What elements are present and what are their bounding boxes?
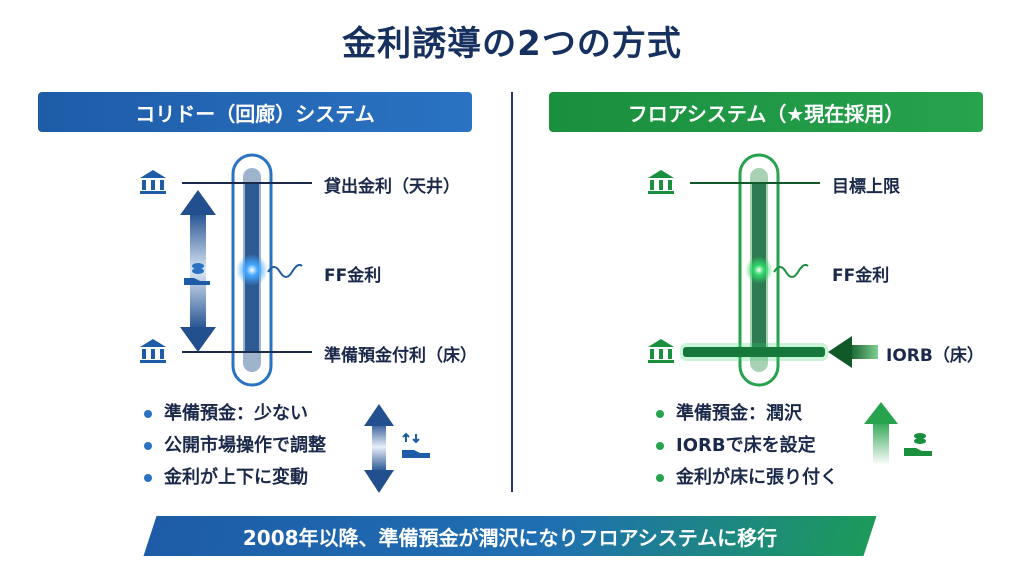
bank-icon bbox=[648, 339, 674, 363]
ff-rate-label-right: FF金利 bbox=[832, 266, 890, 286]
bullet-dot bbox=[656, 442, 664, 450]
center-divider bbox=[511, 92, 513, 492]
wave-icon bbox=[267, 263, 303, 278]
floor-rate-label-left: 準備預金付利（床） bbox=[324, 346, 477, 366]
bank-icon bbox=[140, 339, 166, 363]
corridor-bullets: 準備預金：少ない 公開市場操作で調整 金利が上下に変動 bbox=[144, 398, 326, 494]
list-item: 準備預金：少ない bbox=[144, 398, 326, 430]
bullet-dot bbox=[144, 410, 152, 418]
corridor-system-header: コリドー（回廊）システム bbox=[38, 92, 472, 132]
left-arrow-icon bbox=[828, 336, 878, 368]
bullet-dot bbox=[656, 474, 664, 482]
coin-hand-icon bbox=[904, 433, 932, 456]
ff-rate-glow-icon bbox=[745, 256, 773, 284]
iorb-floor-label: IORB（床） bbox=[886, 346, 984, 366]
bank-icon bbox=[140, 170, 166, 194]
ff-rate-label-left: FF金利 bbox=[324, 266, 382, 286]
bullet-dot bbox=[144, 442, 152, 450]
floor-bullets: 準備預金：潤沢 IORBで床を設定 金利が床に張り付く bbox=[656, 398, 838, 494]
list-item: 準備預金：潤沢 bbox=[656, 398, 838, 430]
target-upper-label: 目標上限 bbox=[832, 177, 900, 197]
ceiling-rate-label: 貸出金利（天井） bbox=[324, 177, 460, 197]
bullet-dot bbox=[144, 474, 152, 482]
bank-icon bbox=[648, 170, 674, 194]
bullet-dot bbox=[656, 410, 664, 418]
list-item: 金利が床に張り付く bbox=[656, 462, 838, 494]
up-down-arrow-icon bbox=[364, 404, 394, 493]
coin-hand-icon bbox=[402, 432, 430, 458]
up-arrow-icon bbox=[864, 402, 898, 465]
iorb-floor-bar bbox=[683, 347, 825, 357]
list-item: 金利が上下に変動 bbox=[144, 462, 326, 494]
page-title: 金利誘導の2つの方式 bbox=[342, 24, 682, 64]
floor-system-header: フロアシステム（★現在採用） bbox=[549, 92, 983, 132]
wave-icon bbox=[773, 263, 809, 278]
footer-text: 2008年以降、準備預金が潤沢になりフロアシステムに移行 bbox=[242, 525, 778, 550]
ff-rate-glow-icon bbox=[236, 254, 268, 286]
coin-hand-icon bbox=[184, 263, 210, 285]
list-item: 公開市場操作で調整 bbox=[144, 430, 326, 462]
list-item: IORBで床を設定 bbox=[656, 430, 838, 462]
